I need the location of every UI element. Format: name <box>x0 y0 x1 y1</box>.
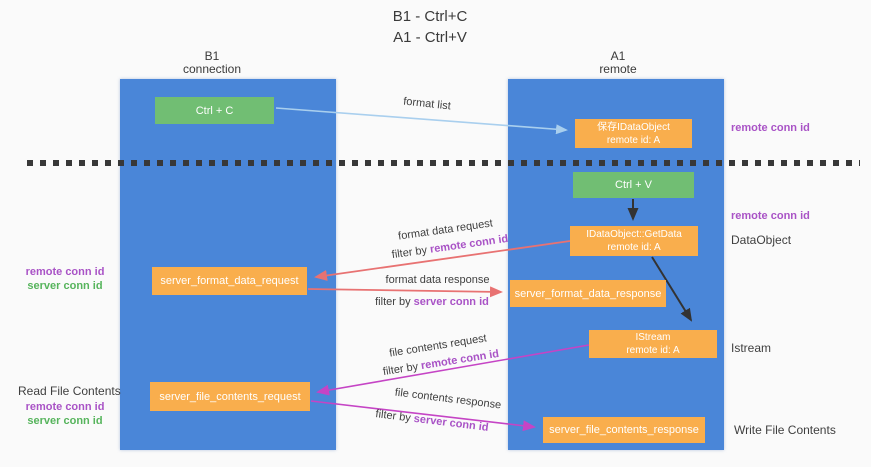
save-idataobject-line1: 保存IDataObject <box>597 121 670 133</box>
remote-conn-id-text: remote conn id <box>731 210 810 222</box>
diagram-title-line1: B1 - Ctrl+C <box>392 8 468 25</box>
write-file-contents-label: Write File Contents <box>734 423 836 437</box>
remote-conn-id-left-label-2: remote conn id <box>20 401 110 413</box>
right-column-role: remote <box>599 62 637 76</box>
server-conn-id-text: server conn id <box>413 412 490 434</box>
write-file-contents-text: Write File Contents <box>734 423 836 437</box>
format-list-label: format list <box>372 92 483 115</box>
server-format-data-request-label: server_format_data_request <box>160 275 299 287</box>
remote-conn-id-side-label-mid: remote conn id <box>731 210 810 222</box>
server-format-data-response-label: server_format_data_response <box>514 287 662 300</box>
format-data-response-label: format data response <box>385 274 490 286</box>
istream-side-label: Istream <box>731 341 771 355</box>
ctrl-c-node: Ctrl + C <box>155 97 274 124</box>
filter-by-text: filter by <box>391 244 428 262</box>
left-column-name: B1 <box>204 49 220 63</box>
server-conn-id-text: server conn id <box>27 415 103 427</box>
server-conn-id-text: server conn id <box>27 280 103 292</box>
istream-line1: IStream <box>635 332 671 343</box>
remote-conn-id-text: remote conn id <box>25 401 105 413</box>
getdata-line2: remote id: A <box>607 242 661 253</box>
remote-conn-id-side-label-top: remote conn id <box>731 122 810 134</box>
server-file-contents-response-label: server_file_contents_response <box>549 424 699 436</box>
read-file-contents-label: Read File Contents <box>18 384 121 398</box>
ctrl-v-node: Ctrl + V <box>573 172 694 198</box>
server-conn-id-left-label-2: server conn id <box>20 415 110 427</box>
remote-conn-id-left-label-1: remote conn id <box>20 266 110 278</box>
getdata-line1: IDataObject::GetData <box>586 229 682 240</box>
remote-conn-id-text: remote conn id <box>25 266 105 278</box>
getdata-node: IDataObject::GetData remote id: A <box>570 226 698 256</box>
filter-by-text: filter by <box>375 296 411 308</box>
save-idataobject-line2: remote id: A <box>606 134 661 146</box>
istream-line2: remote id: A <box>626 345 680 356</box>
ctrl-v-label: Ctrl + V <box>615 179 652 191</box>
filter-by-text: filter by <box>374 408 412 425</box>
dataobject-text: DataObject <box>731 233 792 247</box>
diagram-title: B1 - Ctrl+C A1 - Ctrl+V <box>330 6 530 48</box>
filter-by-server-conn-id-label-2: filter by server conn id <box>372 408 493 435</box>
istream-node: IStream remote id: A <box>589 330 717 358</box>
server-file-contents-response-node: server_file_contents_response <box>543 417 705 443</box>
left-column-header: B1 connection <box>162 50 262 76</box>
format-data-response-text: format data response <box>385 274 490 286</box>
format-list-text: format list <box>402 95 452 113</box>
filter-by-text: filter by <box>382 360 420 379</box>
diagram-title-line2: A1 - Ctrl+V <box>393 29 467 46</box>
remote-conn-id-text: remote conn id <box>731 122 810 134</box>
server-file-contents-request-node: server_file_contents_request <box>150 382 310 411</box>
server-conn-id-text: server conn id <box>413 296 489 308</box>
copy-paste-separator-line <box>27 160 860 166</box>
dataobject-side-label: DataObject <box>731 233 791 247</box>
file-contents-response-text: file contents response <box>394 386 502 412</box>
istream-text: Istream <box>731 341 772 355</box>
format-data-response-arrow <box>307 286 503 298</box>
server-format-data-request-node: server_format_data_request <box>152 267 307 295</box>
ctrl-c-label: Ctrl + C <box>195 104 234 117</box>
server-conn-id-left-label-1: server conn id <box>20 280 110 292</box>
server-file-contents-request-label: server_file_contents_request <box>159 390 301 403</box>
read-file-contents-text: Read File Contents <box>18 384 121 398</box>
file-contents-response-label: file contents response <box>392 386 505 412</box>
right-column-header: A1 remote <box>568 50 668 76</box>
save-idataobject-node: 保存IDataObject remote id: A <box>575 119 692 148</box>
server-format-data-response-node: server_format_data_response <box>510 280 666 307</box>
left-column-role: connection <box>182 62 242 76</box>
right-column-name: A1 <box>610 49 626 63</box>
filter-by-server-conn-id-label-1: filter by server conn id <box>372 296 492 308</box>
